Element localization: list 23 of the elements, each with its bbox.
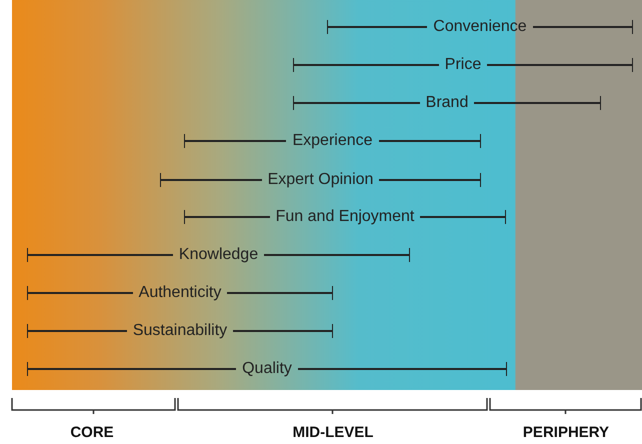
range-bar — [27, 324, 333, 338]
range-bar — [327, 20, 633, 34]
bar-label: Quality — [241, 360, 293, 378]
range-bar — [184, 134, 481, 148]
range-bar — [27, 286, 333, 300]
bar-label: Fun and Enjoyment — [274, 208, 416, 226]
bar-label: Expert Opinion — [266, 171, 374, 189]
bar-label: Convenience — [432, 18, 528, 36]
range-bar — [160, 173, 481, 187]
range-bar — [184, 210, 506, 224]
bar-label: Price — [444, 56, 482, 74]
range-bar — [27, 248, 410, 262]
range-bar — [27, 362, 507, 376]
category-label: PERIPHERY — [522, 424, 610, 441]
bar-label: Brand — [424, 94, 470, 112]
bar-label: Sustainability — [132, 322, 228, 340]
range-bar — [293, 58, 633, 72]
category-label: MID-LEVEL — [292, 424, 374, 441]
category-label: CORE — [70, 424, 114, 441]
bar-label: Authenticity — [138, 284, 222, 302]
bar-label: Knowledge — [178, 246, 260, 264]
bar-label: Experience — [291, 132, 374, 150]
range-bar — [293, 96, 601, 110]
